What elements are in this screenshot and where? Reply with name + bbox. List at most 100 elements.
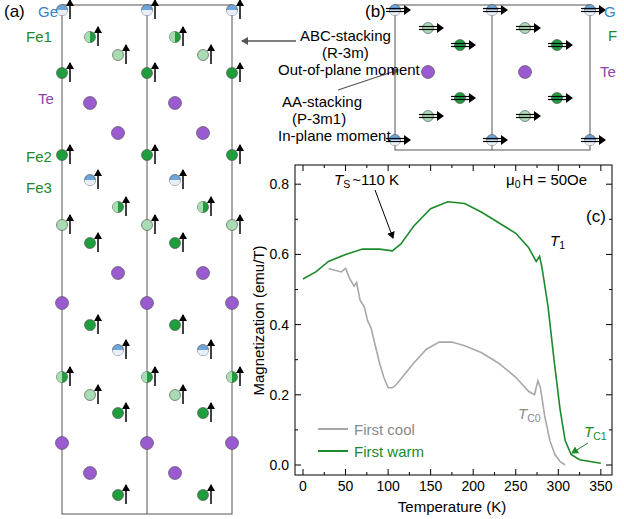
atom bbox=[390, 140, 401, 146]
tick bbox=[473, 469, 474, 475]
atom bbox=[170, 320, 181, 331]
unit-cell bbox=[492, 5, 493, 150]
tick bbox=[295, 324, 301, 325]
tick bbox=[606, 254, 612, 255]
atom bbox=[198, 50, 209, 61]
atom-label: Fe3 bbox=[26, 180, 52, 195]
atom bbox=[142, 372, 153, 383]
legend-text: First cool bbox=[354, 422, 415, 437]
atom bbox=[142, 68, 153, 79]
atom bbox=[455, 93, 466, 104]
moment-arrow bbox=[154, 215, 156, 234]
atom bbox=[552, 93, 563, 104]
moment-arrow bbox=[69, 0, 71, 19]
atom bbox=[57, 372, 62, 383]
moment-arrow bbox=[451, 96, 470, 97]
tick-label: 150 bbox=[419, 479, 442, 493]
tick bbox=[295, 465, 301, 466]
tick-label: 200 bbox=[462, 479, 485, 493]
symbol: T bbox=[550, 233, 559, 248]
tick bbox=[409, 165, 410, 168]
tick-label: 250 bbox=[504, 479, 527, 493]
subscript: C1 bbox=[593, 431, 606, 442]
atom-label: G bbox=[604, 4, 616, 19]
moment-arrow bbox=[182, 233, 184, 252]
tick-label: 100 bbox=[376, 479, 399, 493]
tick-label: 0.2 bbox=[270, 388, 289, 402]
atom bbox=[198, 350, 209, 356]
atom bbox=[487, 10, 498, 16]
atom bbox=[57, 68, 68, 79]
atom bbox=[56, 437, 69, 450]
tick bbox=[558, 165, 559, 171]
tick bbox=[609, 359, 612, 360]
tick bbox=[609, 219, 612, 220]
moment-arrow bbox=[548, 43, 567, 44]
atom bbox=[113, 408, 124, 419]
moment-arrow bbox=[182, 27, 184, 46]
annotation: In-plane moment bbox=[278, 128, 391, 143]
moment-arrow bbox=[97, 170, 99, 189]
atom bbox=[56, 297, 69, 310]
annotation: TS~110 K bbox=[334, 172, 399, 187]
symbol: T bbox=[584, 424, 593, 439]
atom-label: Fe2 bbox=[26, 149, 52, 164]
moment-arrow bbox=[239, 63, 241, 82]
atom bbox=[197, 267, 210, 280]
atom bbox=[170, 175, 181, 186]
tick-label: 0.4 bbox=[270, 318, 289, 332]
symbol: μ bbox=[506, 172, 515, 187]
atom bbox=[487, 135, 498, 146]
moment-arrow bbox=[404, 135, 411, 145]
atom bbox=[113, 50, 124, 61]
moment-arrow bbox=[534, 111, 541, 121]
atom bbox=[85, 175, 96, 186]
atom bbox=[422, 66, 435, 79]
subscript: C0 bbox=[527, 413, 540, 424]
atom bbox=[170, 238, 181, 249]
moment-arrow bbox=[581, 141, 600, 142]
tick bbox=[295, 184, 301, 185]
tick bbox=[515, 165, 516, 171]
symbol: T bbox=[518, 406, 527, 421]
moment-arrow bbox=[566, 40, 573, 50]
crystal-structure-abc bbox=[56, 0, 241, 514]
moment-arrow bbox=[451, 43, 470, 44]
subscript: 1 bbox=[559, 240, 565, 251]
moment-arrow bbox=[483, 11, 502, 12]
atom bbox=[227, 372, 238, 383]
atom bbox=[552, 40, 563, 51]
tick bbox=[366, 165, 367, 168]
atom bbox=[455, 40, 466, 51]
subscript: S bbox=[343, 179, 350, 190]
tick bbox=[494, 472, 495, 475]
moment-arrow bbox=[210, 45, 212, 64]
tick bbox=[451, 165, 452, 168]
atom bbox=[142, 372, 148, 383]
atom bbox=[170, 180, 181, 186]
moment-arrow bbox=[516, 114, 535, 115]
axis-title: Temperature (K) bbox=[398, 499, 506, 514]
moment-arrow bbox=[239, 0, 241, 19]
tick bbox=[295, 394, 301, 395]
atom-label: Ge bbox=[38, 4, 58, 19]
moment-arrow bbox=[419, 26, 438, 27]
unit-cell bbox=[395, 5, 590, 150]
tick-label: 0.8 bbox=[270, 177, 289, 191]
moment-arrow bbox=[599, 135, 606, 145]
atom-label: Te bbox=[600, 64, 616, 79]
atom bbox=[423, 111, 434, 122]
tick bbox=[494, 165, 495, 168]
moment-arrow bbox=[97, 385, 99, 404]
pointer-arrow bbox=[572, 443, 588, 453]
atom bbox=[198, 490, 209, 501]
moment-arrow bbox=[182, 315, 184, 334]
moment-arrow bbox=[419, 117, 438, 118]
atom bbox=[169, 467, 182, 480]
moment-arrow bbox=[125, 340, 127, 359]
moment-arrow bbox=[581, 138, 600, 139]
atom bbox=[519, 66, 532, 79]
moment-arrow bbox=[566, 93, 573, 103]
tick bbox=[609, 289, 612, 290]
